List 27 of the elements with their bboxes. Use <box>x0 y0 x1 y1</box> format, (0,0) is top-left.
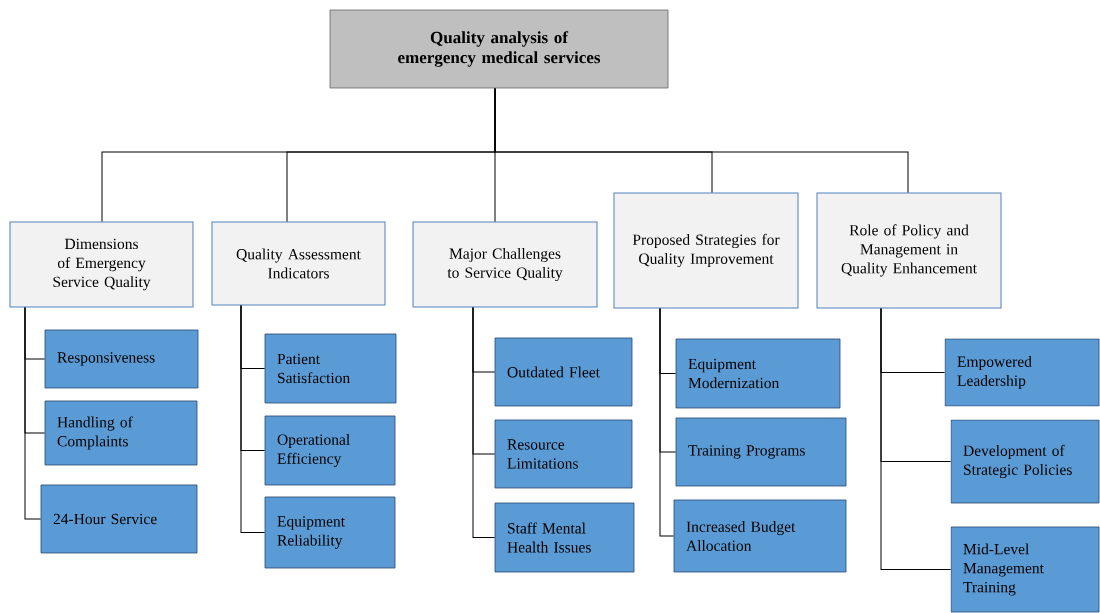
connector-line <box>24 307 42 520</box>
item-box: Patient Satisfaction <box>264 333 397 404</box>
item-box: Mid-Level Management Training <box>950 526 1100 613</box>
item-box: Training Programs <box>675 417 847 487</box>
category-box: Major Challenges to Service Quality <box>412 221 598 308</box>
item-box: Equipment Modernization <box>675 338 841 409</box>
item-box: Resource Limitations <box>494 419 633 489</box>
item-box: Responsiveness <box>44 329 199 389</box>
category-box: Role of Policy and Management in Quality Enhancement <box>816 192 1002 309</box>
category-box: Proposed Strategies for Quality Improvement <box>613 192 799 309</box>
item-box: Equipment Reliability <box>264 496 396 569</box>
item-box: Empowered Leadership <box>944 338 1100 407</box>
category-box: Dimensions of Emergency Service Quality <box>9 221 194 308</box>
item-box: Increased Budget Allocation <box>673 499 847 573</box>
category-box: Quality Assessment Indicators <box>211 221 386 306</box>
item-box: 24-Hour Service <box>40 484 198 554</box>
connector-line <box>240 305 266 533</box>
item-box: Operational Efficiency <box>264 415 396 486</box>
item-box: Handling of Complaints <box>44 400 198 466</box>
item-box: Staff Mental Health Issues <box>494 502 635 573</box>
item-box: Development of Strategic Policies <box>950 419 1100 504</box>
connector-line <box>659 308 675 537</box>
connector-line <box>472 307 496 538</box>
item-box: Outdated Fleet <box>494 337 633 407</box>
connector-line <box>880 308 952 570</box>
connector-line <box>494 87 909 193</box>
title-box: Quality analysis of emergency medical services <box>329 9 669 89</box>
